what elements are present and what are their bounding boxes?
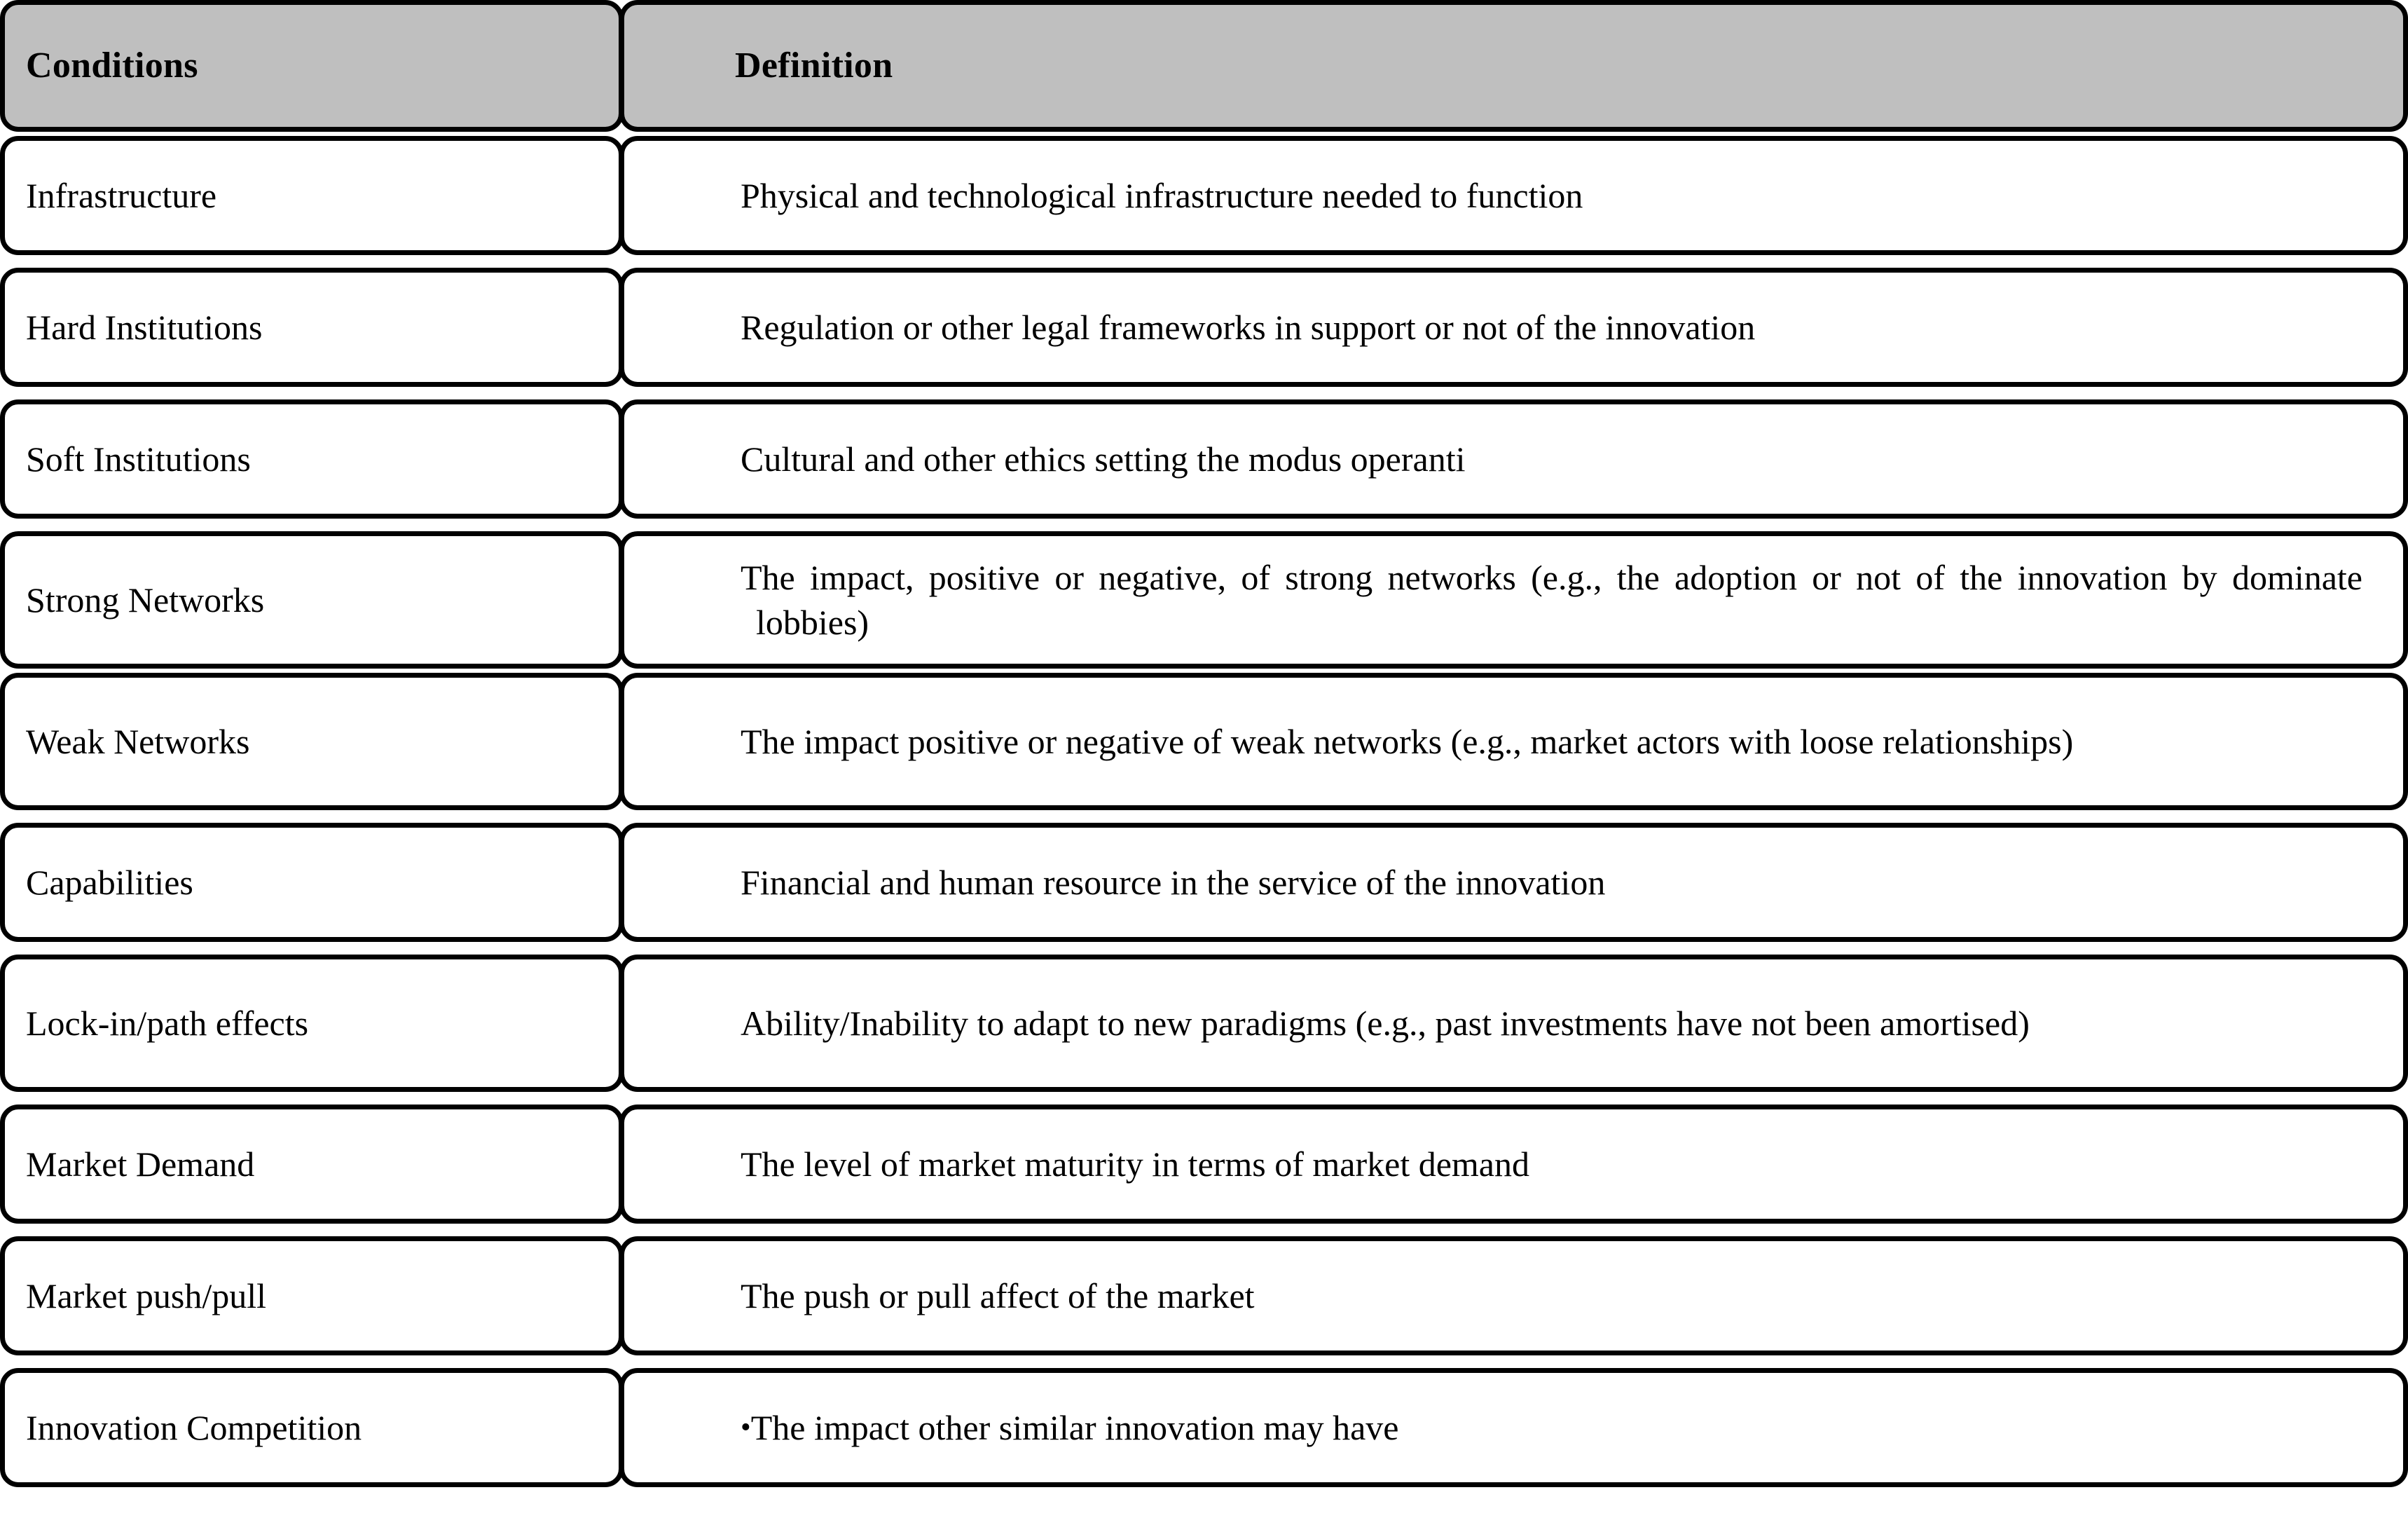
condition-label: Infrastructure [26,175,217,215]
table-row: Market push/pull The push or pull affect… [0,1236,2408,1355]
condition-label: Innovation Competition [26,1407,362,1447]
definition-text: The level of market maturity in terms of… [741,1144,1530,1184]
condition-label: Soft Institutions [26,439,251,479]
definition-text: The impact positive or negative of weak … [741,722,2074,761]
condition-cell: Soft Institutions [0,399,624,519]
table-header-row: Conditions Definition [0,0,2408,132]
definition-cell: Regulation or other legal frameworks in … [619,268,2408,387]
definition-cell: •The impact other similar innovation may… [619,1368,2408,1487]
header-cell-conditions: Conditions [0,0,624,132]
table-row: Hard Institutions Regulation or other le… [0,268,2408,387]
condition-label: Capabilities [26,862,193,902]
condition-cell: Hard Institutions [0,268,624,387]
table-row: Soft Institutions Cultural and other eth… [0,399,2408,519]
header-label-conditions: Conditions [26,45,198,86]
row-spacer [0,810,2408,823]
condition-cell: Market push/pull [0,1236,624,1355]
definition-cell: The push or pull affect of the market [619,1236,2408,1355]
table-row: Strong Networks The impact, positive or … [0,531,2408,669]
condition-cell: Innovation Competition [0,1368,624,1487]
condition-label: Market push/pull [26,1276,267,1315]
row-spacer [0,387,2408,399]
definition-cell: The impact, positive or negative, of str… [619,531,2408,669]
definition-cell: Cultural and other ethics setting the mo… [619,399,2408,519]
definition-text: The push or pull affect of the market [741,1276,1255,1315]
table-row: Innovation Competition •The impact other… [0,1368,2408,1487]
row-spacer [0,942,2408,955]
definition-text: Physical and technological infrastructur… [741,176,1583,215]
definition-text-bulleted: •The impact other similar innovation may… [741,1405,2362,1450]
definition-text: Regulation or other legal frameworks in … [741,308,1756,347]
row-spacer [0,1224,2408,1236]
condition-cell: Capabilities [0,823,624,942]
row-spacer [0,519,2408,531]
definition-cell: The impact positive or negative of weak … [619,673,2408,810]
definition-cell: Ability/Inability to adapt to new paradi… [619,955,2408,1092]
definition-text: The impact other similar innovation may … [750,1408,1399,1447]
bullet-icon: • [741,1411,751,1444]
table-row: Capabilities Financial and human resourc… [0,823,2408,942]
row-spacer [0,255,2408,268]
definition-text: The impact, positive or negative, of str… [741,558,2362,642]
definition-cell: The level of market maturity in terms of… [619,1105,2408,1224]
condition-cell: Weak Networks [0,673,624,810]
condition-label: Market Demand [26,1144,255,1184]
condition-label: Weak Networks [26,721,250,761]
condition-cell: Infrastructure [0,136,624,255]
table-row: Market Demand The level of market maturi… [0,1105,2408,1224]
condition-cell: Strong Networks [0,531,624,669]
definition-text: Financial and human resource in the serv… [741,863,1606,902]
table-row: Lock-in/path effects Ability/Inability t… [0,955,2408,1092]
row-spacer [0,1355,2408,1368]
table-row: Weak Networks The impact positive or neg… [0,673,2408,810]
condition-label: Strong Networks [26,580,265,620]
definition-text: Cultural and other ethics setting the mo… [741,439,1466,479]
row-spacer [0,1092,2408,1105]
condition-cell: Lock-in/path effects [0,955,624,1092]
definition-cell: Physical and technological infrastructur… [619,136,2408,255]
definition-cell: Financial and human resource in the serv… [619,823,2408,942]
condition-label: Lock-in/path effects [26,1003,309,1043]
condition-label: Hard Institutions [26,307,263,347]
table-row: Infrastructure Physical and technologica… [0,136,2408,255]
header-cell-definition: Definition [619,0,2408,132]
condition-cell: Market Demand [0,1105,624,1224]
definition-text: Ability/Inability to adapt to new paradi… [741,1004,2030,1043]
header-label-definition: Definition [735,45,893,86]
